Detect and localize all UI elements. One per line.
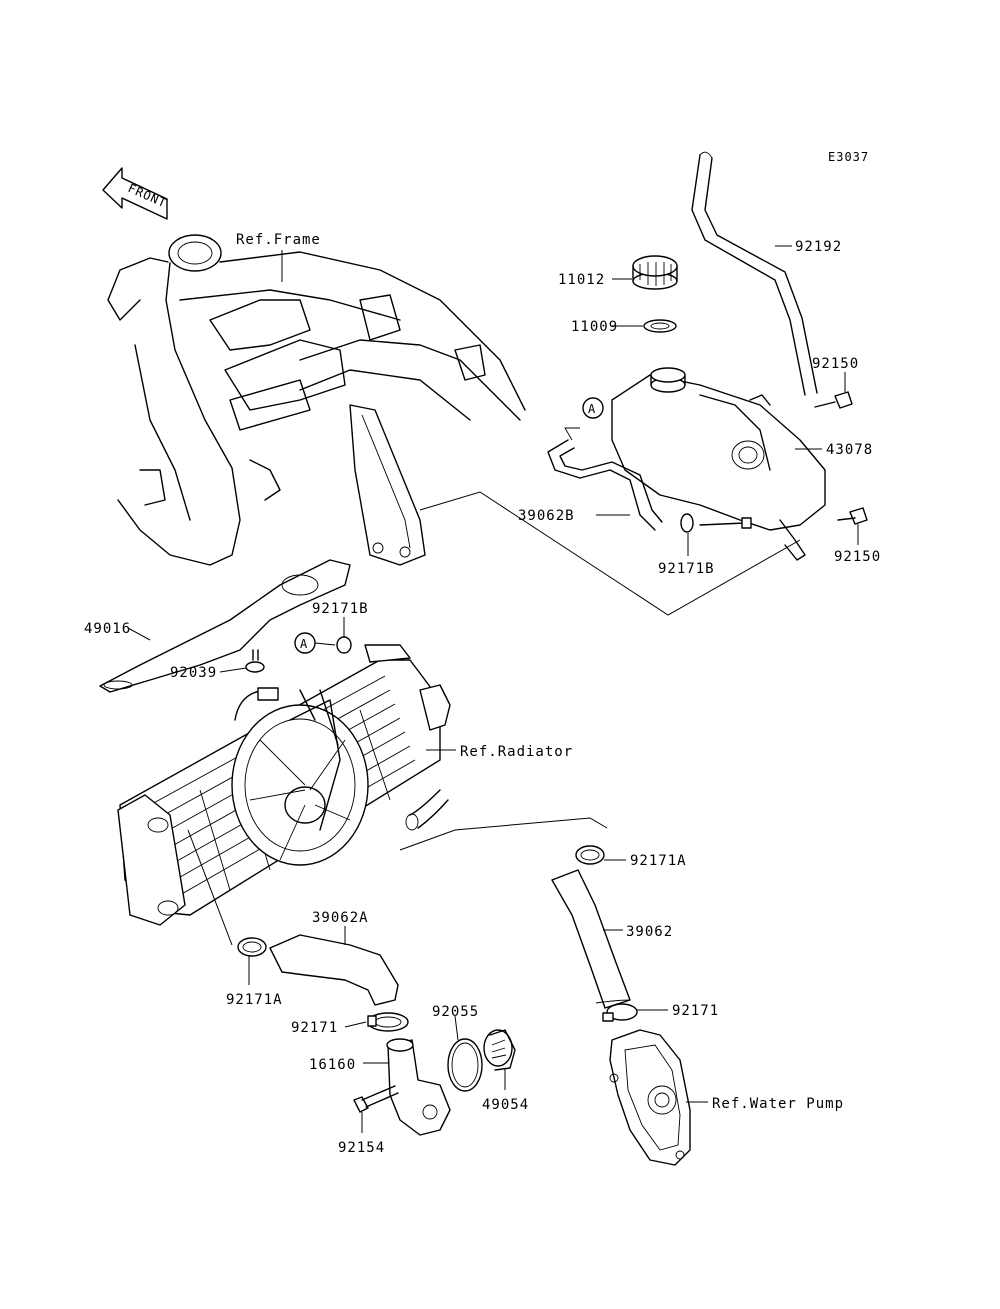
part-label-92171A-right: 92171A <box>630 853 687 869</box>
part-label-92171A-left: 92171A <box>226 992 283 1008</box>
frame-drawing <box>107 234 526 566</box>
clamp-92171B-tank <box>680 513 752 533</box>
guide-line-radiator <box>399 817 608 851</box>
clamp-92171-right <box>602 1003 638 1022</box>
part-label-92039: 92039 <box>170 665 217 681</box>
reservoir-cap-11012 <box>632 255 678 290</box>
ref-water-pump-label: Ref.Water Pump <box>712 1096 844 1112</box>
part-label-92171-right: 92171 <box>672 1003 719 1019</box>
part-label-39062: 39062 <box>626 924 673 940</box>
hose-39062 <box>551 869 631 1009</box>
part-label-43078: 43078 <box>826 442 873 458</box>
o-ring-92055 <box>447 1038 483 1092</box>
clamp-92171-left <box>367 1012 409 1032</box>
gasket-11009 <box>643 319 677 333</box>
connector-marker-a-radiator: A <box>294 632 316 654</box>
hose-39062B <box>547 427 663 531</box>
part-label-92192: 92192 <box>795 239 842 255</box>
part-label-92171-left: 92171 <box>291 1020 338 1036</box>
part-label-16160: 16160 <box>309 1057 356 1073</box>
front-arrow-icon: FRONT <box>102 167 169 220</box>
part-label-92154: 92154 <box>338 1140 385 1156</box>
part-label-92171B-radiator: 92171B <box>312 601 369 617</box>
part-label-49016: 49016 <box>84 621 131 637</box>
ref-frame-label: Ref.Frame <box>236 232 321 248</box>
guide-line-left-clamp <box>187 829 233 946</box>
part-label-39062A: 39062A <box>312 910 369 926</box>
connector-marker-a-tank: A <box>582 397 604 419</box>
part-label-92150-top: 92150 <box>812 356 859 372</box>
connector-marker-a-radiator-label: A <box>300 637 308 651</box>
part-label-11009: 11009 <box>571 319 618 335</box>
guide-line-tank <box>419 491 801 616</box>
bolt-92154 <box>353 1085 399 1113</box>
part-label-92150-bottom: 92150 <box>834 549 881 565</box>
reservoir-tank-43078 <box>611 367 826 561</box>
part-label-39062B: 39062B <box>518 508 575 524</box>
nut-92039 <box>245 649 265 673</box>
part-label-92055: 92055 <box>432 1004 479 1020</box>
bolt-92150-top <box>814 391 853 409</box>
diagram-code: E3037 <box>828 150 869 164</box>
clamp-92171B-radiator <box>336 636 352 654</box>
bolt-92150-bottom <box>837 507 868 525</box>
part-label-49054: 49054 <box>482 1097 529 1113</box>
part-label-11012: 11012 <box>558 272 605 288</box>
thermostat-49054 <box>483 1029 516 1071</box>
part-label-92171B-tank: 92171B <box>658 561 715 577</box>
bracket-49016 <box>99 559 351 693</box>
connector-marker-a-tank-label: A <box>588 402 596 416</box>
thermostat-housing-16160 <box>386 1038 451 1136</box>
radiator-drawing <box>117 644 451 926</box>
hose-39062A <box>269 934 399 1006</box>
water-pump-drawing <box>609 1029 691 1166</box>
clamp-92171A-left <box>237 937 267 957</box>
ref-radiator-label: Ref.Radiator <box>460 744 573 760</box>
overflow-tube-92192 <box>691 151 818 396</box>
clamp-92171A-right <box>575 845 605 865</box>
